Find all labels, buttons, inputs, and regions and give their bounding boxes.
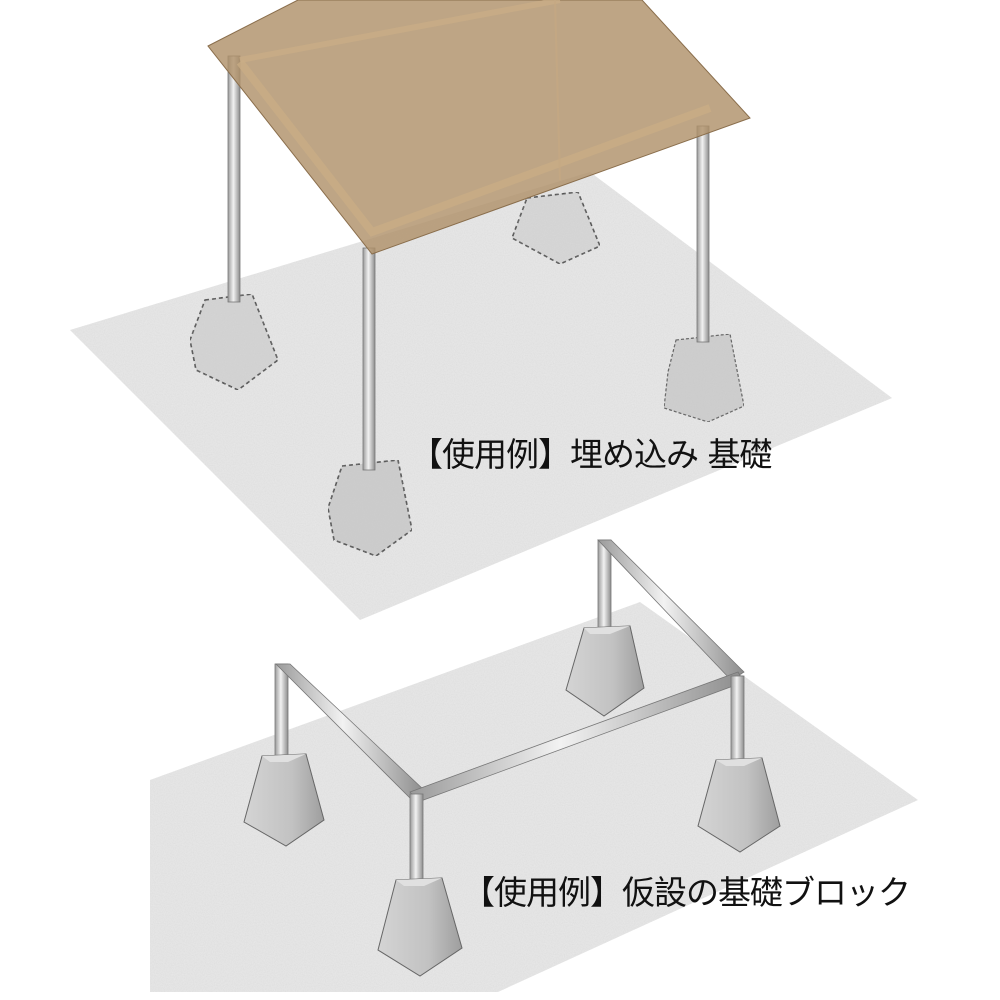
- rail-back-right: [597, 539, 745, 681]
- ground-plane-bottom: [150, 602, 918, 992]
- block-left: [243, 753, 325, 847]
- canopy-frame-front: [236, 59, 712, 237]
- post-back: [597, 539, 612, 637]
- embedded-block-front: [327, 459, 413, 557]
- canopy-frame: [239, 0, 561, 63]
- embedded-block-back-right: [511, 191, 602, 265]
- embedded-block-right: [663, 333, 745, 423]
- block-right: [697, 757, 781, 853]
- post-back-left: [227, 55, 241, 303]
- block-back: [565, 625, 645, 717]
- ground-plane-top: [70, 172, 892, 620]
- post-right-bottom: [730, 675, 745, 769]
- caption-embedded-foundation: 【使用例】埋め込み 基礎: [410, 435, 772, 474]
- scene-embedded-foundation: [70, 0, 892, 620]
- embedded-block-back-left: [189, 293, 279, 391]
- post-front: [362, 247, 376, 471]
- post-front-bottom: [409, 793, 424, 887]
- scene-temporary-foundation: [150, 539, 918, 992]
- canopy-frame-rail: [554, 0, 561, 181]
- post-left: [274, 663, 289, 767]
- block-front: [377, 877, 463, 977]
- caption-temporary-foundation-block: 【使用例】仮設の基礎ブロック: [462, 873, 911, 912]
- post-right: [696, 125, 710, 343]
